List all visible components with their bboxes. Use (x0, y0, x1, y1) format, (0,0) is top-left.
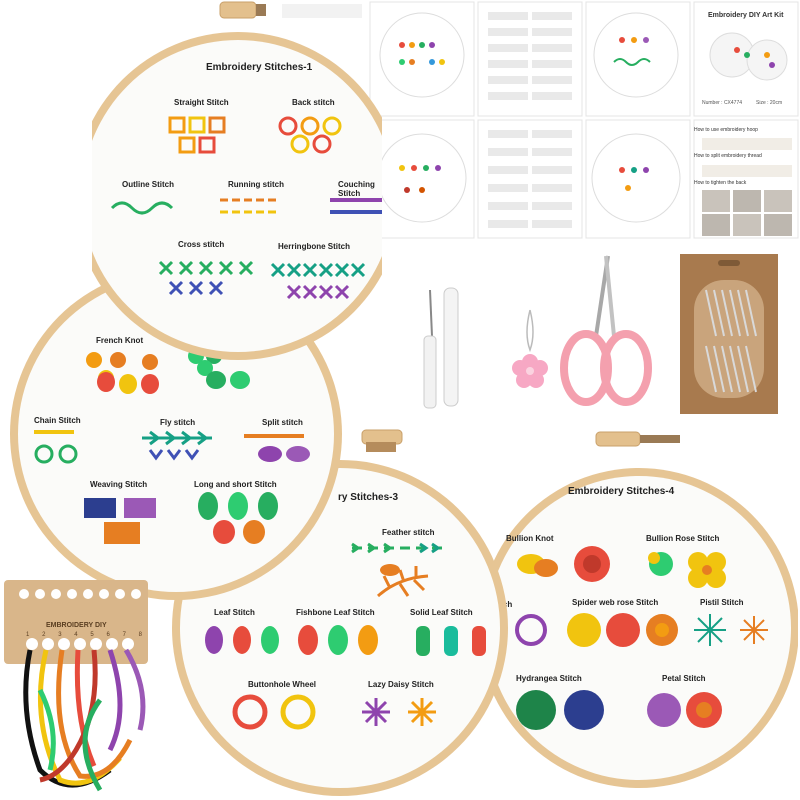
kit-title: Embroidery DIY Art Kit (708, 12, 784, 19)
label-buttonhole: Buttonhole Wheel (248, 680, 316, 689)
label-weaving: Weaving Stitch (90, 480, 148, 489)
label-bullion-rose: Bullion Rose Stitch (646, 534, 720, 543)
label-running: Running stitch (228, 180, 284, 189)
label-couching: Couching Stitch (338, 180, 375, 198)
label-spider-web: Spider web rose Stitch (572, 598, 659, 607)
how-to-hoop: How to use embroidery hoop (694, 127, 758, 133)
label-chain: Chain Stitch (34, 416, 81, 425)
organizer-number: 3 (58, 632, 62, 638)
label-bullion-knot: Bullion Knot (506, 534, 554, 543)
hoop-1-drawing (92, 1, 382, 360)
manual-pages-drawing (282, 1, 799, 239)
label-petal: Petal Stitch (662, 674, 706, 683)
label-fishbone: Fishbone Leaf Stitch (296, 608, 375, 617)
label-french-knot: French Knot (96, 336, 144, 345)
label-herringbone: Herringbone Stitch (278, 242, 351, 251)
tools (400, 250, 790, 420)
label-back: Back stitch (292, 98, 335, 107)
organizer-number: 6 (106, 632, 110, 638)
how-to-tighten: How to tighten the back (694, 180, 747, 186)
organizer-number: 1 (26, 632, 30, 638)
label-lazy-daisy: Lazy Daisy Stitch (368, 680, 434, 689)
label-solid-leaf: Solid Leaf Stitch (410, 608, 473, 617)
hoop-3-title: ry Stitches-3 (338, 492, 399, 503)
label-split: Split stitch (262, 418, 303, 427)
label-fly: Fly stitch (160, 418, 196, 427)
label-pistil: Pistil Stitch (700, 598, 744, 607)
hoop-4-drawing (479, 431, 798, 788)
thread-organizer: EMBROIDERY DIY 1 2 3 4 5 6 7 8 (0, 580, 160, 800)
kit-size: Size : 20cm (756, 100, 783, 106)
label-cross: Cross stitch (178, 240, 225, 249)
label-straight: Straight Stitch (174, 98, 229, 107)
organizer-number: 4 (74, 632, 78, 638)
hoop-4: Embroidery Stitches-4 Bullion Knot Bulli… (476, 428, 798, 800)
hoop-1: Embroidery Stitches-1 Straight Stitch Ba… (92, 0, 382, 362)
manual-pages: Embroidery DIY Art Kit Number : CX4774 S… (262, 0, 800, 240)
how-to-split: How to split embroidery thread (694, 153, 762, 159)
kit-number: Number : CX4774 (702, 100, 743, 106)
organizer-number: 8 (138, 632, 142, 638)
label-leaf: Leaf Stitch (214, 608, 255, 617)
hoop-1-title: Embroidery Stitches-1 (206, 62, 313, 73)
organizer-number: 2 (42, 632, 46, 638)
label-outline: Outline Stitch (122, 180, 174, 189)
label-feather: Feather stitch (382, 528, 435, 537)
label-long-short: Long and short Stitch (194, 480, 277, 489)
organizer-number: 7 (122, 632, 126, 638)
thread-organizer-drawing (4, 580, 148, 792)
organizer-numbers: 1 2 3 4 5 6 7 8 (26, 632, 142, 638)
label-hydrangea: Hydrangea Stitch (516, 674, 582, 683)
organizer-number: 5 (90, 632, 94, 638)
organizer-label: EMBROIDERY DIY (46, 622, 107, 629)
hoop-4-title: Embroidery Stitches-4 (568, 486, 675, 497)
tools-drawing (423, 254, 778, 414)
